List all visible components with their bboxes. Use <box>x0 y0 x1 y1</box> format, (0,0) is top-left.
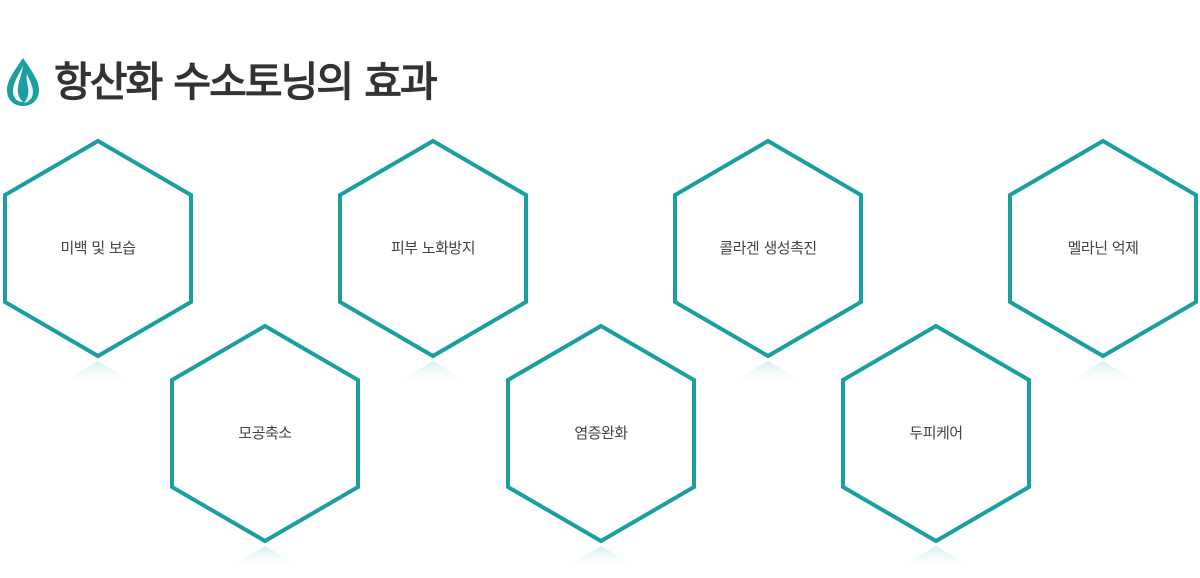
effect-hexagon: 피부 노화방지 <box>337 138 529 389</box>
effect-label: 모공축소 <box>238 424 292 442</box>
effect-label: 콜라겐 생성촉진 <box>719 239 817 257</box>
effect-hexagon: 멜라닌 억제 <box>1007 138 1199 389</box>
page-header: 항산화 수소토닝의 효과 <box>6 52 438 112</box>
effect-label: 멜라닌 억제 <box>1067 239 1139 257</box>
effect-label: 미백 및 보습 <box>60 239 136 257</box>
effect-hexagon: 콜라겐 생성촉진 <box>672 138 864 389</box>
effect-label: 피부 노화방지 <box>390 239 476 257</box>
effect-hexagon: 두피케어 <box>840 323 1032 574</box>
effect-hexagon: 미백 및 보습 <box>2 138 194 389</box>
effect-hexagon: 모공축소 <box>169 323 361 574</box>
effect-label: 염증완화 <box>574 424 628 442</box>
page-title: 항산화 수소토닝의 효과 <box>54 57 438 106</box>
effect-hexagon: 염증완화 <box>505 323 697 574</box>
effect-label: 두피케어 <box>909 424 963 442</box>
leaf-drop-icon <box>7 58 39 106</box>
